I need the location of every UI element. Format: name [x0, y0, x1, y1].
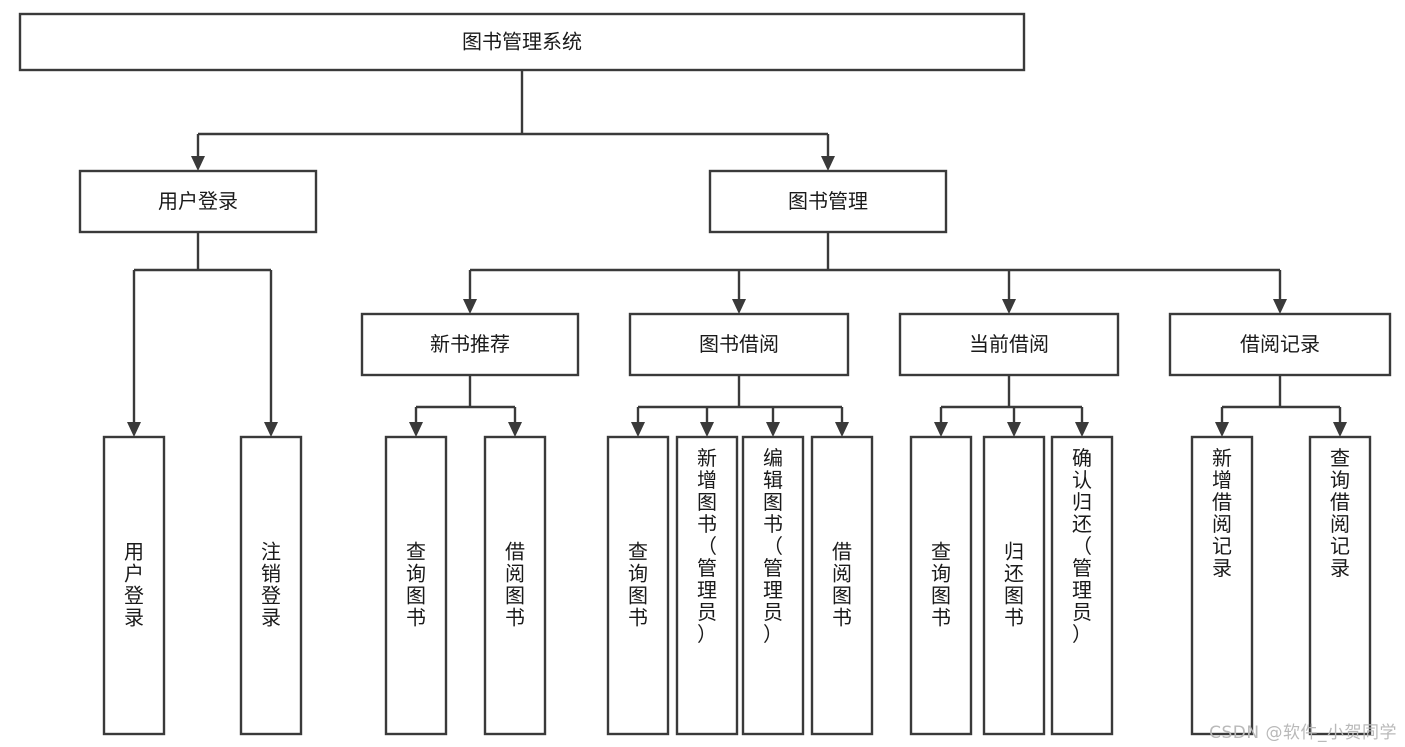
node-label-leaf-confirm-return: 确认归还（管理员）	[1072, 446, 1092, 646]
node-label-leaf-user-login: 用户登录	[124, 539, 144, 629]
node-box-new-book-recommend[interactable]	[360, 312, 580, 377]
node-leaf-logout[interactable]: 注销登录	[239, 435, 303, 736]
node-label-leaf-query-book-current: 查询图书	[931, 539, 951, 629]
node-box-borrow-record[interactable]	[1168, 312, 1392, 377]
bus-userlogin-to-leaves-branch-1-arrowhead-icon	[264, 422, 278, 437]
bus-bookmanage-to-level3-branch-2-arrowhead-icon	[1002, 299, 1016, 314]
node-book-manage[interactable]: 图书管理	[708, 169, 948, 234]
node-label-current-borrow: 当前借阅	[969, 332, 1049, 356]
bus-record-to-leaves-branch-0-arrowhead-icon	[1215, 422, 1229, 437]
node-leaf-add-borrow-record[interactable]: 新增借阅记录	[1190, 435, 1254, 736]
node-leaf-query-book-current[interactable]: 查询图书	[909, 435, 973, 736]
node-leaf-borrow-book-recommend[interactable]: 借阅图书	[483, 435, 547, 736]
bus-borrow-to-leaves-branch-0-arrowhead-icon	[631, 422, 645, 437]
node-leaf-query-borrow-record[interactable]: 查询借阅记录	[1308, 435, 1372, 736]
bus-recommend-to-leaves-branch-1-arrowhead-icon	[508, 422, 522, 437]
node-user-login[interactable]: 用户登录	[78, 169, 318, 234]
bus-bookmanage-to-level3-branch-1-arrowhead-icon	[732, 299, 746, 314]
node-box-book-manage[interactable]	[708, 169, 948, 234]
node-label-leaf-add-book: 新增图书（管理员）	[697, 446, 717, 646]
node-label-leaf-edit-book: 编辑图书（管理员）	[763, 446, 783, 646]
node-leaf-query-book-borrow[interactable]: 查询图书	[606, 435, 670, 736]
bus-borrow-to-leaves-branch-3-arrowhead-icon	[835, 422, 849, 437]
node-box-leaf-borrow-book-recommend[interactable]	[483, 435, 547, 736]
node-label-user-login: 用户登录	[158, 189, 238, 213]
node-label-leaf-query-book-borrow: 查询图书	[628, 539, 648, 629]
node-label-leaf-query-borrow-record: 查询借阅记录	[1330, 446, 1350, 580]
bus-bookmanage-to-level3-branch-0-arrowhead-icon	[463, 299, 477, 314]
bus-record-to-leaves-branch-1-arrowhead-icon	[1333, 422, 1347, 437]
node-box-user-login[interactable]	[78, 169, 318, 234]
node-box-current-borrow[interactable]	[898, 312, 1120, 377]
bus-root-to-level2-branch-1-arrowhead-icon	[821, 156, 835, 171]
node-leaf-add-book[interactable]: 新增图书（管理员）	[675, 435, 739, 736]
node-borrow-record[interactable]: 借阅记录	[1168, 312, 1392, 377]
node-leaf-borrow-book[interactable]: 借阅图书	[810, 435, 874, 736]
node-label-leaf-borrow-book-recommend: 借阅图书	[505, 539, 525, 629]
bus-current-to-leaves-branch-1-arrowhead-icon	[1007, 422, 1021, 437]
bus-current-to-leaves-branch-2-arrowhead-icon	[1075, 422, 1089, 437]
node-box-root[interactable]	[18, 12, 1026, 72]
bus-bookmanage-to-level3-branch-3-arrowhead-icon	[1273, 299, 1287, 314]
node-root[interactable]: 图书管理系统	[18, 12, 1026, 72]
node-label-root: 图书管理系统	[462, 30, 582, 54]
node-box-leaf-logout[interactable]	[239, 435, 303, 736]
csdn-watermark: CSDN @软件_小贺同学	[1209, 723, 1397, 743]
node-leaf-return-book[interactable]: 归还图书	[982, 435, 1046, 736]
node-box-leaf-add-borrow-record[interactable]	[1190, 435, 1254, 736]
node-label-book-borrow: 图书借阅	[699, 332, 779, 356]
node-leaf-query-book-recommend[interactable]: 查询图书	[384, 435, 448, 736]
bus-root-to-level2-branch-0-arrowhead-icon	[191, 156, 205, 171]
node-label-leaf-query-book-recommend: 查询图书	[406, 539, 426, 629]
node-label-new-book-recommend: 新书推荐	[430, 332, 510, 356]
node-leaf-edit-book[interactable]: 编辑图书（管理员）	[741, 435, 805, 736]
bus-borrow-to-leaves-branch-2-arrowhead-icon	[766, 422, 780, 437]
node-box-book-borrow[interactable]	[628, 312, 850, 377]
node-box-leaf-query-book-borrow[interactable]	[606, 435, 670, 736]
node-box-leaf-query-book-recommend[interactable]	[384, 435, 448, 736]
bus-borrow-to-leaves-branch-1-arrowhead-icon	[700, 422, 714, 437]
node-box-leaf-return-book[interactable]	[982, 435, 1046, 736]
node-label-borrow-record: 借阅记录	[1240, 332, 1320, 356]
node-current-borrow[interactable]: 当前借阅	[898, 312, 1120, 377]
node-box-leaf-query-book-current[interactable]	[909, 435, 973, 736]
node-box-leaf-user-login[interactable]	[102, 435, 166, 736]
node-leaf-user-login[interactable]: 用户登录	[102, 435, 166, 736]
node-box-leaf-add-book[interactable]	[675, 435, 739, 736]
node-new-book-recommend[interactable]: 新书推荐	[360, 312, 580, 377]
bus-current-to-leaves-branch-0-arrowhead-icon	[934, 422, 948, 437]
connectors-layer	[127, 70, 1347, 437]
node-book-borrow[interactable]: 图书借阅	[628, 312, 850, 377]
node-box-leaf-query-borrow-record[interactable]	[1308, 435, 1372, 736]
nodes-layer: 图书管理系统用户登录图书管理新书推荐图书借阅当前借阅借阅记录用户登录注销登录查询…	[18, 12, 1392, 736]
node-leaf-confirm-return[interactable]: 确认归还（管理员）	[1050, 435, 1114, 736]
bus-recommend-to-leaves-branch-0-arrowhead-icon	[409, 422, 423, 437]
node-box-leaf-edit-book[interactable]	[741, 435, 805, 736]
node-box-leaf-borrow-book[interactable]	[810, 435, 874, 736]
node-label-leaf-logout: 注销登录	[261, 539, 281, 629]
node-label-leaf-return-book: 归还图书	[1004, 539, 1024, 629]
node-label-leaf-add-borrow-record: 新增借阅记录	[1212, 446, 1232, 580]
node-label-leaf-borrow-book: 借阅图书	[832, 539, 852, 629]
node-label-book-manage: 图书管理	[788, 189, 868, 213]
node-box-leaf-confirm-return[interactable]	[1050, 435, 1114, 736]
bus-userlogin-to-leaves-branch-0-arrowhead-icon	[127, 422, 141, 437]
